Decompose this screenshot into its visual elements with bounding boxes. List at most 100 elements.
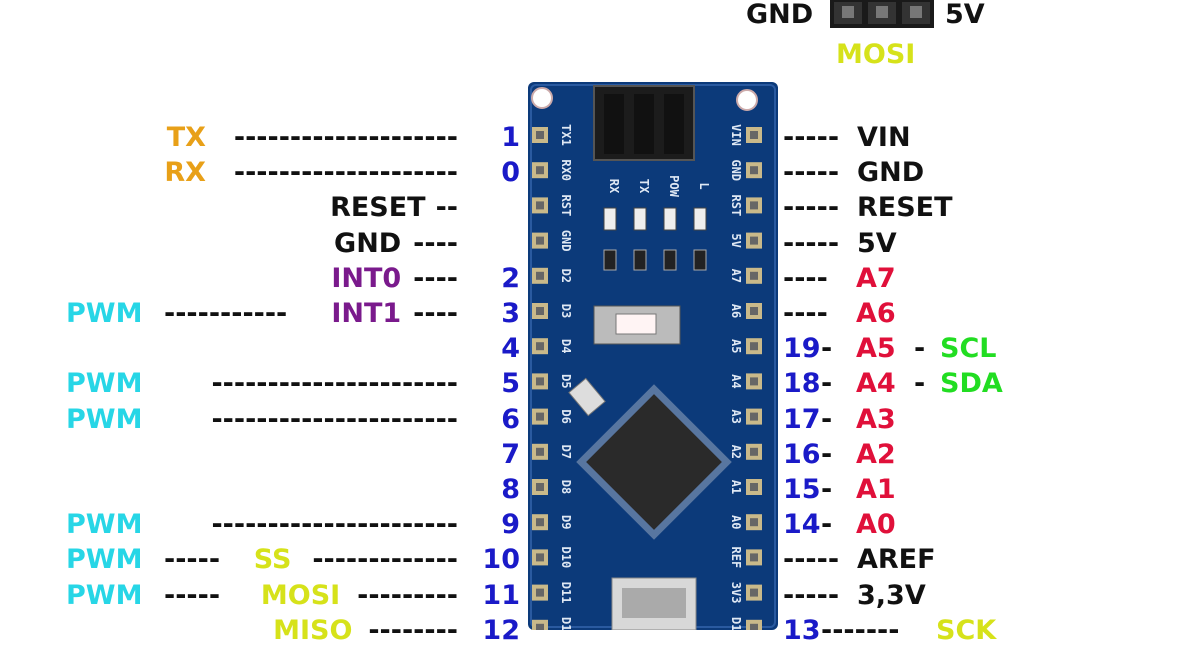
right-pin-number: 14 — [783, 509, 821, 541]
icsp-header — [593, 85, 695, 161]
left-dashes: -------------------- — [233, 157, 458, 189]
right-pin-number: 18 — [783, 368, 821, 400]
right-dashes: - — [821, 474, 833, 505]
top-5v-label: 5V — [945, 0, 985, 30]
silk-label-right: A6 — [729, 304, 743, 318]
pcb — [528, 82, 778, 630]
right-dashes: ----- — [783, 192, 840, 224]
left-dashes: ------------- — [312, 544, 458, 576]
right-pin-name: RESET — [857, 192, 953, 224]
left-dashes: -- — [435, 192, 458, 224]
led — [633, 207, 647, 231]
right-pin-name: SCK — [936, 614, 997, 646]
silk-label-left: D5 — [559, 374, 573, 388]
right-dashes: - — [821, 509, 833, 541]
resistor — [603, 249, 617, 271]
right-dashes: ----- — [783, 579, 840, 611]
left-pin-number: 12 — [482, 614, 520, 646]
right-dashes: ------- — [821, 614, 900, 646]
right-extra-dash: - — [914, 333, 926, 365]
silk-label-left: D12 — [559, 617, 573, 630]
silk-label-right: A4 — [729, 374, 743, 388]
left-pin-number: 3 — [501, 298, 520, 329]
silk-label-left: D10 — [559, 547, 573, 569]
left-dashes: ---------------------- — [211, 403, 458, 435]
left-function-label: MOSI — [260, 579, 341, 611]
right-i2c-label: SDA — [940, 368, 1003, 400]
left-pin-number: 7 — [501, 438, 520, 470]
silk-label-right: A7 — [729, 269, 743, 283]
right-pin-name: A0 — [856, 509, 896, 541]
right-pin-number: 13 — [783, 614, 821, 646]
left-dashes: ---- — [413, 227, 458, 259]
silk-label-left: D6 — [559, 409, 573, 423]
left-pin-number: 1 — [501, 122, 520, 153]
silk-label-right: 5V — [729, 233, 743, 247]
left-mid-dashes: ----- — [164, 579, 221, 611]
icsp-header-top — [830, 0, 934, 28]
left-pwm-label: PWM — [66, 544, 143, 576]
left-pin-number: 2 — [501, 262, 520, 294]
right-dashes: ----- — [783, 544, 840, 576]
right-pin-name: A6 — [856, 298, 896, 329]
silk-label-right: A0 — [729, 515, 743, 529]
resistor — [633, 249, 647, 271]
usb-port — [611, 577, 697, 630]
silk-label-left: D2 — [559, 269, 573, 283]
silk-label-right: A2 — [729, 445, 743, 459]
right-dashes: - — [821, 333, 833, 365]
silk-label-right: A5 — [729, 339, 743, 353]
left-pwm-label: PWM — [66, 298, 143, 329]
silk-label-right: RST — [729, 195, 743, 217]
silk-label-right: A3 — [729, 409, 743, 423]
silk-label-right: VIN — [729, 124, 743, 146]
left-pin-number: 4 — [501, 333, 520, 365]
silk-label-right: A1 — [729, 480, 743, 494]
top-gnd-label: GND — [746, 0, 814, 30]
right-dashes: - — [821, 438, 833, 470]
silk-label-left: D4 — [559, 339, 573, 353]
right-pin-header — [746, 127, 762, 630]
right-dashes: ---- — [783, 298, 828, 329]
left-pin-number: 9 — [501, 509, 520, 541]
silk-label-left: RST — [559, 195, 573, 217]
left-pwm-label: PWM — [66, 403, 143, 435]
right-pin-number: 19 — [783, 333, 821, 365]
silk-label-left: D3 — [559, 304, 573, 318]
silk-label-right: 3V3 — [729, 582, 743, 604]
crystal — [568, 377, 606, 417]
reset-button — [593, 305, 681, 345]
resistor — [663, 249, 677, 271]
right-extra-dash: - — [914, 368, 926, 400]
right-dashes: ----- — [783, 157, 840, 189]
left-pwm-label: PWM — [66, 579, 143, 611]
left-function-label: INT1 — [331, 298, 402, 329]
left-pin-header — [532, 127, 548, 630]
silk-label-left: GND — [559, 230, 573, 252]
left-function-label: GND — [334, 227, 402, 259]
left-dashes: ---------------------- — [211, 368, 458, 400]
right-pin-number: 15 — [783, 474, 821, 505]
left-function-label: RESET — [330, 192, 426, 224]
silk-label-left: D7 — [559, 445, 573, 459]
left-dashes: ---- — [413, 262, 458, 294]
silk-label-right: GND — [729, 159, 743, 181]
mount-hole-right — [736, 89, 758, 111]
right-dashes: ----- — [783, 122, 840, 153]
led — [693, 207, 707, 231]
right-pin-name: 5V — [857, 227, 897, 259]
right-pin-name: VIN — [857, 122, 911, 153]
right-pin-number: 17 — [783, 403, 821, 435]
right-dashes: - — [821, 403, 833, 435]
right-pin-name: A2 — [856, 438, 896, 470]
right-pin-name: A5 — [856, 333, 896, 365]
left-pin-number: 8 — [501, 474, 520, 505]
left-pwm-label: PWM — [66, 368, 143, 400]
left-function-label: MISO — [273, 614, 353, 646]
left-pwm-label: PWM — [66, 509, 143, 541]
left-dashes: ---- — [413, 298, 458, 329]
